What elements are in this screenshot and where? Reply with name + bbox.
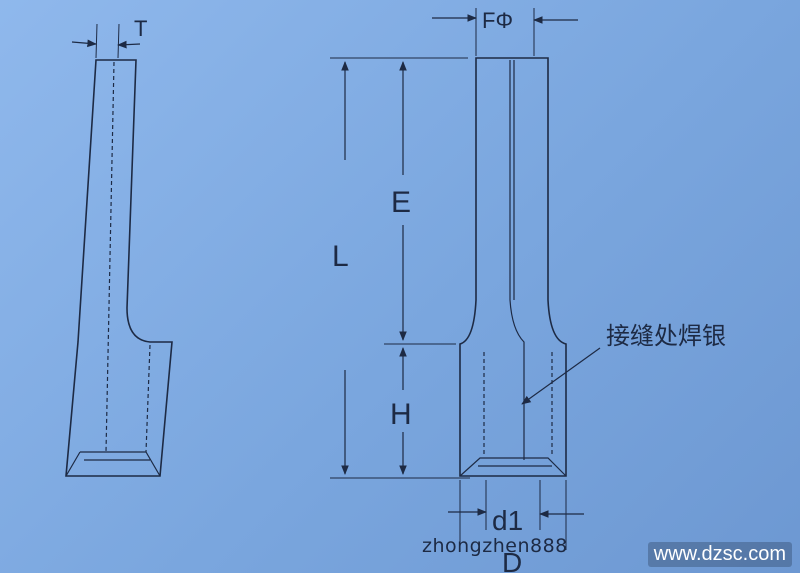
- d-label: D: [502, 547, 522, 573]
- weld-leader-line: [521, 347, 601, 405]
- e-label: E: [391, 186, 411, 219]
- front-view-base: [459, 457, 567, 477]
- d-extension-line: [459, 480, 567, 550]
- side-view: [65, 23, 173, 477]
- t-dimension-arrow: [71, 39, 97, 48]
- front-view-hidden-line: [483, 352, 553, 456]
- front-view: [330, 8, 601, 550]
- h-label: H: [390, 398, 412, 431]
- side-view-hidden-line: [105, 61, 115, 453]
- side-view-base: [65, 451, 161, 477]
- watermark-left: zhongzhen888: [422, 535, 568, 557]
- t-dimension-arrow: [117, 40, 141, 49]
- l-label: L: [332, 240, 349, 273]
- f-phi-label: FΦ: [482, 8, 513, 33]
- t-label: T: [134, 16, 147, 41]
- front-view-outline: [459, 57, 567, 477]
- d1-label: d1: [492, 505, 523, 536]
- weld-note-label: 接缝处焊银: [606, 322, 726, 350]
- d1-extension-line: [485, 480, 541, 530]
- side-view-hidden-line: [145, 344, 151, 453]
- side-view-outline: [65, 59, 173, 477]
- front-view-center-line: [509, 60, 525, 460]
- t-extension-line: [95, 23, 120, 59]
- watermark-right: www.dzsc.com: [647, 542, 792, 567]
